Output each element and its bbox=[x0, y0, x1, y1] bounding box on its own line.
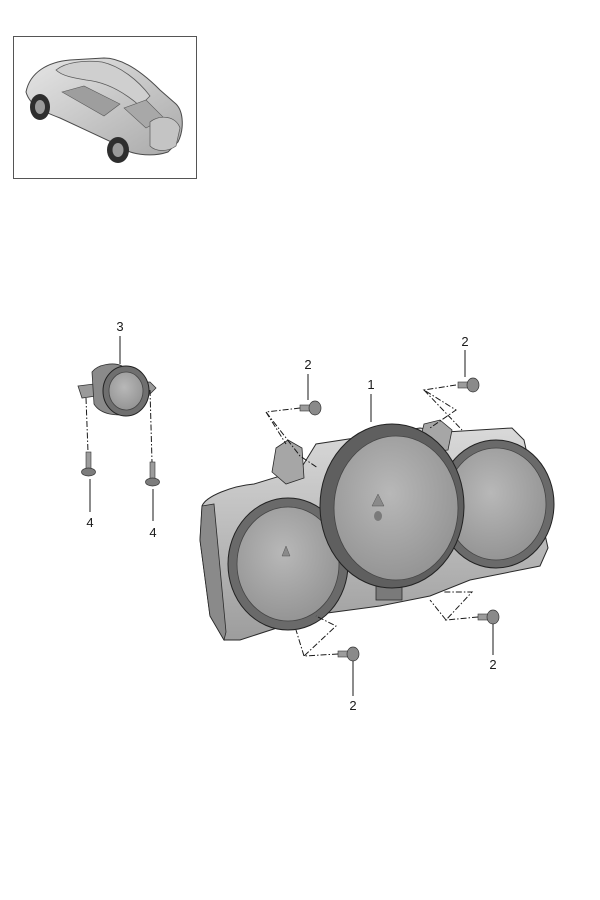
callouts: 1 2 2 2 2 3 4 4 bbox=[86, 319, 496, 713]
suv-illustration bbox=[25, 57, 183, 163]
center-dial bbox=[319, 423, 465, 589]
small-gauge-assembly bbox=[77, 363, 160, 487]
assembly-lines bbox=[265, 384, 479, 657]
screw-part-2-top-left bbox=[299, 400, 322, 416]
screw-part-4-right bbox=[145, 461, 160, 487]
callout-part-2: 2 bbox=[461, 334, 468, 349]
callout-part-3: 3 bbox=[116, 319, 123, 334]
leader-lines bbox=[89, 336, 494, 696]
right-dial bbox=[437, 439, 555, 569]
callout-part-4: 4 bbox=[86, 515, 93, 530]
callout-part-2: 2 bbox=[489, 657, 496, 672]
screw-part-2-bottom-right bbox=[477, 609, 500, 625]
callout-part-2: 2 bbox=[304, 357, 311, 372]
screw-part-2-bottom-left bbox=[337, 646, 360, 662]
callout-part-2: 2 bbox=[349, 698, 356, 713]
screw-part-2-top-right bbox=[457, 377, 480, 393]
instrument-cluster bbox=[199, 419, 555, 642]
screw-part-4-left bbox=[81, 451, 96, 477]
vehicle-thumbnail bbox=[13, 36, 197, 179]
callout-part-4: 4 bbox=[149, 525, 156, 540]
left-dial bbox=[227, 497, 349, 631]
callout-part-1: 1 bbox=[367, 377, 374, 392]
